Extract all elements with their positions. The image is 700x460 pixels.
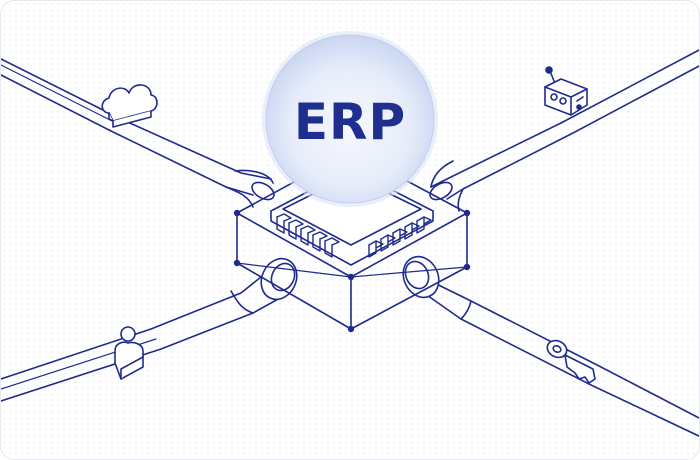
vertex-dot	[347, 273, 355, 281]
cloud-icon	[101, 84, 158, 128]
erp-orb: ERP	[262, 31, 438, 207]
pipe-top-right	[429, 49, 699, 212]
erp-label: ERP	[294, 93, 406, 151]
vertex-dot	[233, 209, 241, 217]
vertex-dot	[347, 325, 355, 333]
pipe-top-left	[1, 58, 275, 208]
vertex-dot	[463, 263, 471, 271]
chip-pins-left	[276, 213, 340, 258]
chip-pins-right	[368, 216, 432, 258]
vertex-dot	[233, 259, 241, 267]
robot-icon	[544, 66, 588, 116]
user-icon	[114, 326, 144, 380]
key-icon	[546, 339, 596, 384]
vertex-dot	[463, 209, 471, 217]
hub-vertex-dots	[233, 209, 471, 333]
